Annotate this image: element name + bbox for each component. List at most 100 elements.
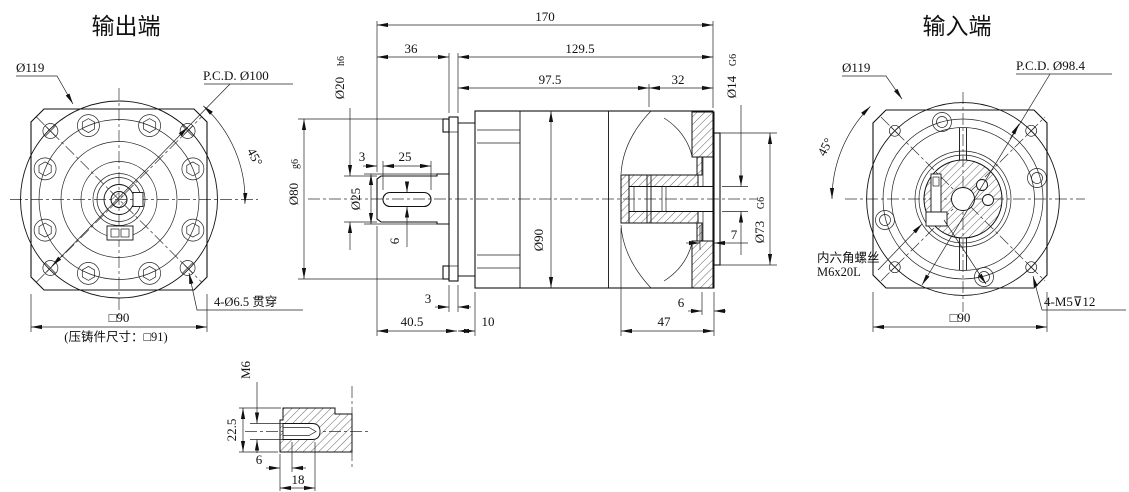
dim-bore-tol: G6 <box>728 54 739 66</box>
input-end-view: 输入端 <box>814 14 1126 332</box>
dim-shaft-tol: h6 <box>336 56 347 66</box>
adapter-web-bottom <box>696 222 703 242</box>
pcd-leader <box>51 83 231 267</box>
output-end-view: 输出端 45 <box>10 14 303 344</box>
counterbore-hole <box>875 112 1047 287</box>
thread-profile <box>283 427 317 436</box>
tapped-hole <box>888 261 901 274</box>
through-hole <box>179 260 196 276</box>
dim-shaft-len: 40.5 <box>401 314 424 329</box>
dim-rear-47: 47 <box>658 314 672 329</box>
bolt-circle <box>38 119 200 280</box>
clip-bracket <box>106 225 134 241</box>
input-bore <box>951 187 975 211</box>
output-view-title: 输出端 <box>92 14 161 39</box>
centerline-diag2 <box>35 116 203 283</box>
flange-square-outline <box>872 109 1048 289</box>
square-dim: □90 <box>950 310 971 325</box>
dia-leader <box>16 75 74 105</box>
casting-note: (压铸件尺寸：□91) <box>64 329 167 344</box>
dim-flange-3: 3 <box>425 291 432 306</box>
screw-note-line2: M6x20L <box>817 265 861 279</box>
dim-18: 18 <box>292 472 305 487</box>
flange-square-outline <box>30 108 208 291</box>
adapter-top <box>691 111 715 158</box>
pcd-label: P.C.D. Ø98.4 <box>1016 58 1085 73</box>
dim-170: 170 <box>535 9 555 24</box>
tapped-holes-leader <box>1032 275 1043 311</box>
hub-ring-inner <box>918 154 1008 244</box>
dim-129-5: 129.5 <box>565 41 594 56</box>
clip-screw-right <box>120 228 130 238</box>
through-hole <box>179 123 196 139</box>
dia-label: Ø119 <box>842 60 870 75</box>
angle-label: 45° <box>814 135 836 158</box>
dim-97-5: 97.5 <box>539 72 562 87</box>
centerline-diag1 <box>35 116 203 283</box>
tapped-hole-slot <box>282 423 321 440</box>
angle-label: 45° <box>244 145 266 168</box>
dim-neck-10: 10 <box>482 314 495 329</box>
square-dim: □90 <box>109 310 130 325</box>
clamp-collar <box>620 174 630 224</box>
output-shaft <box>376 173 449 225</box>
dia-leader <box>842 75 903 100</box>
thread-label: M6 <box>238 360 253 379</box>
tapped-hole <box>1025 124 1038 137</box>
clamp-screw-head <box>925 211 948 227</box>
planet-hole <box>982 194 994 206</box>
pcd-circle <box>866 102 1060 296</box>
angle-arc <box>203 105 248 204</box>
screw-note-leader <box>877 223 923 271</box>
dim-hub-25: Ø25 <box>348 188 363 210</box>
dia-label: Ø119 <box>16 60 44 75</box>
boss-circle <box>60 141 178 258</box>
pcd-leader <box>921 73 1051 286</box>
clamp-screw <box>930 173 942 213</box>
through-hole <box>42 123 59 139</box>
tapped-holes-label: 4-M5⊽12 <box>1044 294 1095 309</box>
rear-spigot <box>713 132 721 266</box>
through-holes-leader <box>188 272 303 311</box>
dim-pilot: Ø80 <box>286 183 301 205</box>
shaft-keyway <box>382 191 432 208</box>
dim-key-len: 25 <box>399 149 412 164</box>
tapped-hole <box>1025 261 1038 274</box>
front-flange <box>448 116 459 282</box>
keyway-notch <box>132 192 144 207</box>
input-view-title: 输入端 <box>923 14 992 39</box>
dim-key-width: 6 <box>387 237 402 244</box>
tapped-hole <box>888 124 901 137</box>
dim-key-gap: 3 <box>359 149 366 164</box>
angle-arc <box>829 106 871 200</box>
dim-6: 6 <box>256 452 263 467</box>
dim-32: 32 <box>672 72 685 87</box>
screw-axis-leader <box>943 219 987 285</box>
spigot-circle <box>891 127 1035 271</box>
dim-depth: 22.5 <box>224 419 239 442</box>
clip-screw-left <box>110 228 120 238</box>
dim-spigot: Ø73 <box>752 221 767 243</box>
section-view: 170 36 129.5 97.5 32 Ø14 G6 Ø73 G6 7 Ø90 <box>286 9 777 336</box>
pcd-label: P.C.D. Ø100 <box>203 68 269 83</box>
dim-plate-6: 6 <box>678 295 685 310</box>
center-bore-hatched <box>110 191 128 208</box>
through-holes-label: 4-Ø6.5 贯穿 <box>214 294 277 309</box>
hub-ring-outer <box>92 173 146 226</box>
hub-ring-outer <box>914 150 1012 248</box>
clamp-bar-bottom <box>628 211 699 224</box>
pilot-ring-top <box>442 118 450 133</box>
clamp-bar-top <box>628 174 699 187</box>
gearbox-body <box>474 110 714 289</box>
screw-note-line1: 内六角螺丝 <box>817 251 880 265</box>
dim-pilot-tol: g6 <box>290 159 301 169</box>
planet-hole <box>976 179 988 191</box>
dim-shaft: Ø20 <box>332 77 347 99</box>
bolt-circle <box>882 118 1044 280</box>
pilot-ring-bottom <box>442 265 450 280</box>
dim-body-90: Ø90 <box>531 229 546 251</box>
dim-36: 36 <box>405 41 419 56</box>
detail-view: M6 22.5 6 18 <box>224 360 368 491</box>
